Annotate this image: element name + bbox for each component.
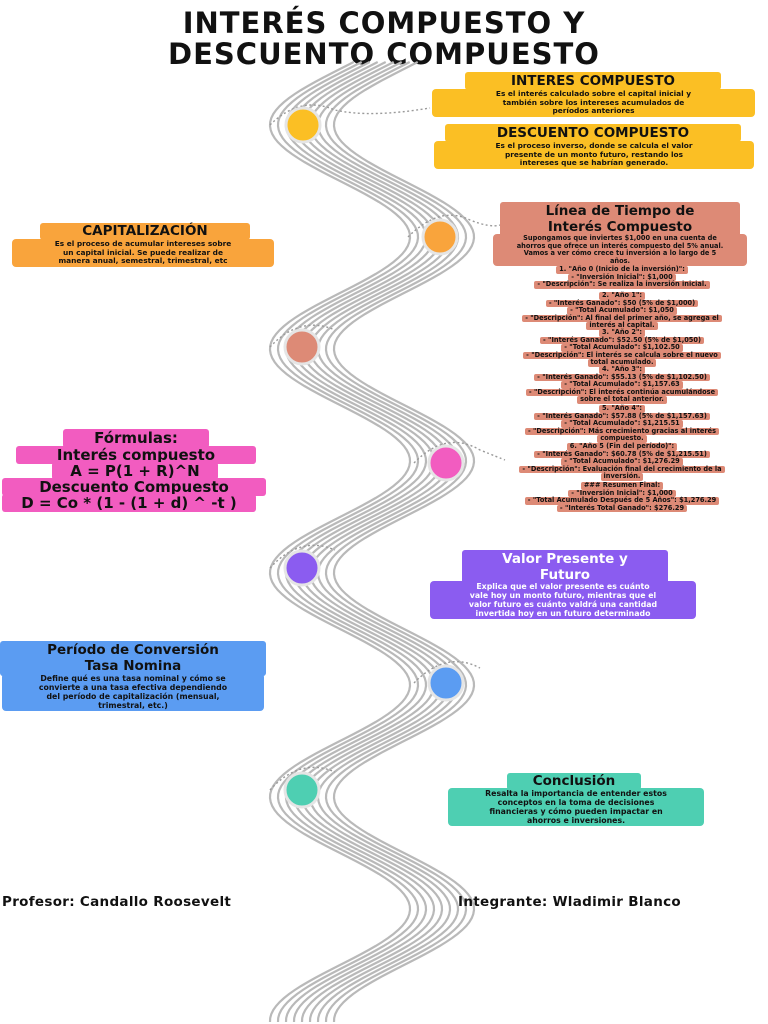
road-lane-line xyxy=(284,61,428,1023)
formula-interes: A = P(1 + R)^N xyxy=(52,462,218,480)
timeline-heading: Línea de Tiempo de Interés Compuesto xyxy=(500,202,740,237)
valor-desc: Explica que el valor presente es cuánto … xyxy=(430,581,696,619)
title-line-1: INTERÉS COMPUESTO Y xyxy=(182,6,586,40)
valor-heading: Valor Presente y Futuro xyxy=(462,550,668,585)
capitalizacion-desc: Es el proceso de acumular intereses sobr… xyxy=(12,239,274,267)
road-lane-line xyxy=(308,61,452,1023)
road-lane-line xyxy=(292,61,436,1023)
timeline-block-year-2: 3. "Año 2": - "Interés Ganado": $52.50 (… xyxy=(482,328,762,367)
periodo-desc: Define qué es una tasa nominal y cómo se… xyxy=(2,673,264,711)
road-lane-line xyxy=(300,61,444,1023)
timeline-node-salmon xyxy=(283,328,321,366)
formula-interes-label: Interés compuesto xyxy=(16,446,256,464)
dotted-connector xyxy=(413,441,506,464)
timeline-intro: Supongamos que inviertes $1,000 en una c… xyxy=(493,234,747,267)
descuento-compuesto-heading: DESCUENTO COMPUESTO xyxy=(445,124,741,142)
timeline-block-summary: ### Resumen Final: - "Inversión Inicial"… xyxy=(482,481,762,513)
road-lane-line xyxy=(268,61,412,1023)
formulas-heading: Fórmulas: xyxy=(63,429,209,448)
dotted-connector xyxy=(407,214,501,238)
timeline-block-year-5: 6. "Año 5 (Fin del período)": - "Interés… xyxy=(482,442,762,481)
descuento-compuesto-desc: Es el proceso inverso, donde se calcula … xyxy=(434,141,754,169)
timeline-node-pink xyxy=(427,444,465,482)
road-lane-line xyxy=(332,61,476,1023)
timeline-block-year-3: 4. "Año 3": - "Interés Ganado": $55.13 (… xyxy=(482,365,762,404)
timeline-node-purple xyxy=(283,549,321,587)
timeline-node-orange xyxy=(421,218,459,256)
timeline-block-year-4: 5. "Año 4": - "Interés Ganado": $57.88 (… xyxy=(482,404,762,443)
road-lane-line xyxy=(316,61,460,1023)
timeline-node-teal xyxy=(283,771,321,809)
profesor-credit: Profesor: Candallo Roosevelt xyxy=(2,894,232,910)
road-lane-line xyxy=(324,61,468,1023)
formula-descuento: D = Co * (1 - (1 + d) ^ -t ) xyxy=(2,494,256,512)
capitalizacion-heading: CAPITALIZACIÓN xyxy=(40,223,250,240)
page-title: INTERÉS COMPUESTO Y DESCUENTO COMPUESTO xyxy=(0,8,768,70)
formula-descuento-label: Descuento Compuesto xyxy=(2,478,266,496)
periodo-heading: Período de Conversión Tasa Nomina xyxy=(0,641,266,676)
integrante-credit: Integrante: Wladimir Blanco xyxy=(458,894,681,910)
conclusion-heading: Conclusión xyxy=(507,773,641,790)
timeline-node-blue xyxy=(427,664,465,702)
timeline-block-year-0: 1. "Año 0 (Inicio de la inversión)": - "… xyxy=(482,265,762,289)
dotted-connector xyxy=(269,104,431,126)
dotted-connector xyxy=(269,324,336,348)
timeline-block-year-1: 2. "Año 1": - "Interés Ganado": $50 (5% … xyxy=(482,291,762,330)
timeline-node-yellow xyxy=(284,106,322,144)
road-lane-line xyxy=(276,61,420,1023)
interes-compuesto-desc: Es el interés calculado sobre el capital… xyxy=(432,89,755,117)
interes-compuesto-heading: INTERES COMPUESTO xyxy=(465,72,721,90)
conclusion-desc: Resalta la importancia de entender estos… xyxy=(448,788,704,826)
